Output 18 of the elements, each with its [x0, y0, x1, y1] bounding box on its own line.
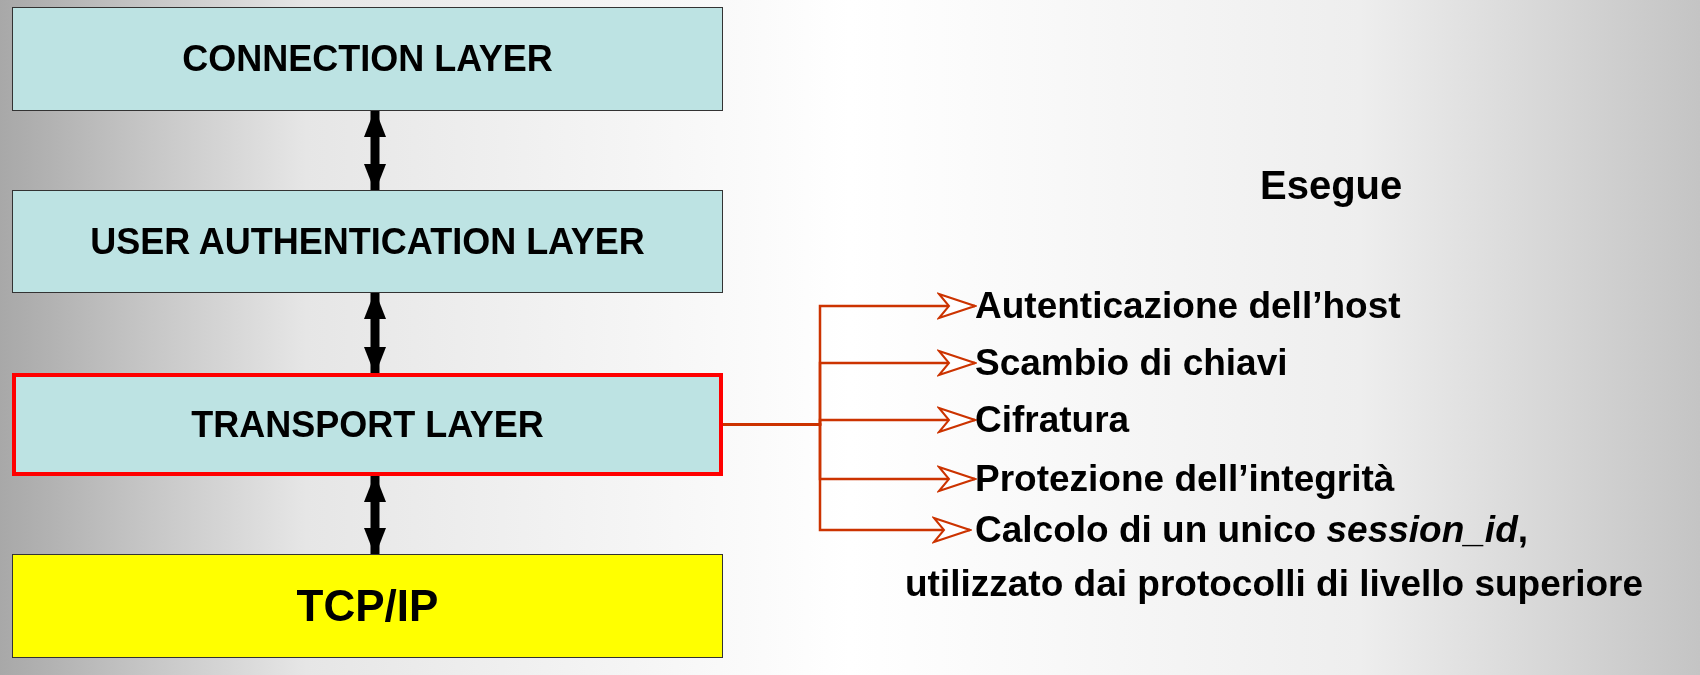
layer-box	[12, 554, 723, 658]
layer-box	[12, 7, 723, 111]
list-item-text: Autenticazione dell’host	[975, 279, 1675, 333]
layer-name: TRANSPORT LAYER	[191, 403, 544, 446]
arrow	[364, 109, 386, 192]
arrow	[364, 291, 386, 375]
layer-name: CONNECTION LAYER	[182, 38, 553, 80]
list-item-text: Cifratura	[975, 393, 1675, 447]
list-item-text: Protezione dell’integrità	[975, 452, 1675, 506]
list-item-text: Calcolo di un unico session_id, utilizzato dai protocolli di livello superiore	[905, 503, 1695, 611]
layer-box	[12, 373, 723, 476]
heading-text: Esegue	[1260, 163, 1403, 208]
arrow	[723, 423, 971, 543]
layer-box	[12, 190, 723, 293]
arrow	[364, 474, 386, 556]
layer-name: USER AUTHENTICATION LAYER	[90, 220, 645, 263]
list-item-text: Scambio di chiavi	[975, 336, 1675, 390]
layer-name: TCP/IP	[296, 581, 439, 631]
